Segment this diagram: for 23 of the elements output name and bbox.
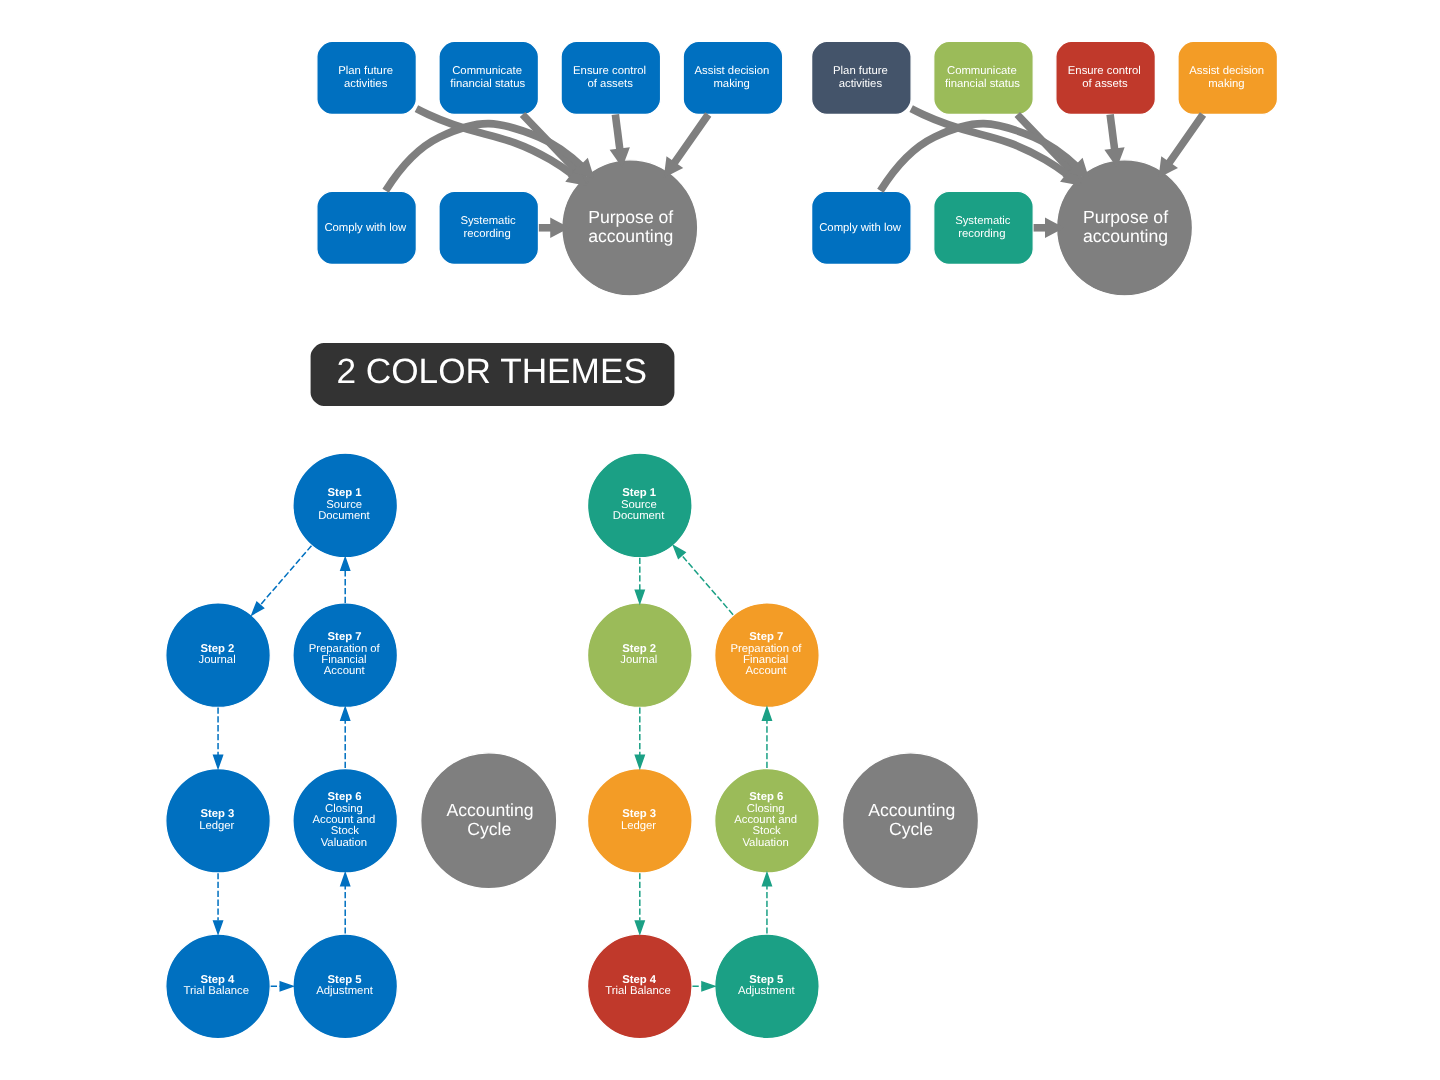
- arrow: [268, 980, 295, 992]
- arrow: [338, 870, 350, 935]
- arrow: [381, 119, 594, 193]
- arrow: [338, 705, 350, 769]
- node-circle: Accounting Cycle: [840, 752, 979, 890]
- arrow: [690, 980, 716, 992]
- arrow: [876, 119, 1089, 193]
- node-box: 2 COLOR THEMES: [305, 339, 678, 410]
- arrow: [671, 544, 733, 616]
- arrow: [338, 555, 350, 604]
- arrow: [633, 872, 645, 936]
- arrow: [211, 706, 223, 771]
- arrow: [608, 114, 629, 168]
- arrow: [1157, 112, 1206, 179]
- arrow: [760, 705, 772, 769]
- arrow: [1103, 114, 1124, 168]
- arrow: [211, 872, 223, 936]
- arrow: [633, 557, 645, 606]
- node-circle: Accounting Cycle: [419, 752, 557, 890]
- arrow: [662, 112, 711, 179]
- arrow: [760, 870, 772, 935]
- arrow: [633, 706, 645, 771]
- arrow: [249, 544, 312, 617]
